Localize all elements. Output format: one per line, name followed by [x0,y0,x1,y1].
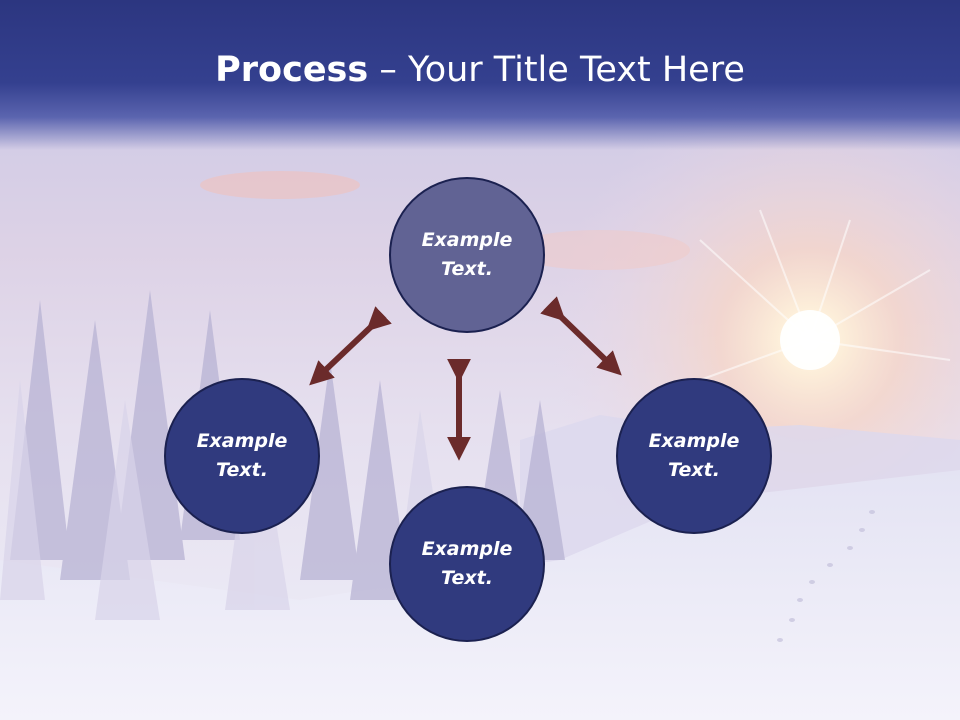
node-top-label: Example Text. [421,229,513,280]
process-node-bottom: Example Text. [389,486,545,642]
node-left-label: Example Text. [196,430,288,481]
process-node-right: Example Text. [616,378,772,534]
title-rest: – Your Title Text Here [368,50,745,90]
node-bottom-label: Example Text. [421,538,513,589]
slide-title: Process – Your Title Text Here [0,50,960,90]
title-bar [0,0,960,150]
process-node-top: Example Text. [389,177,545,333]
process-node-left: Example Text. [164,378,320,534]
title-bold: Process [215,50,369,90]
node-right-label: Example Text. [648,430,740,481]
arrow-top-left [309,306,392,386]
arrow-top-right [540,296,622,376]
